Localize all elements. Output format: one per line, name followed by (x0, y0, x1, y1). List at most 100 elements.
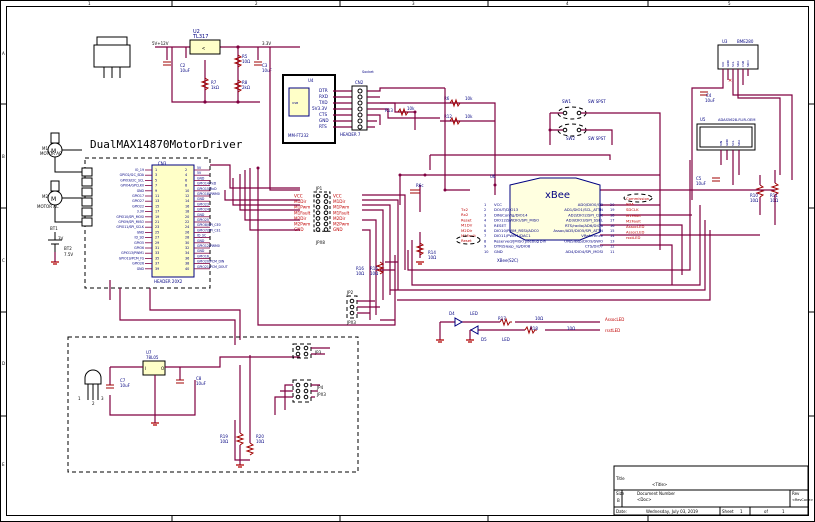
svg-text:SDA: SDA (737, 139, 741, 146)
jp1-left-label: M1Fault (294, 210, 311, 215)
u7-ref: U7 (146, 350, 152, 355)
inner-frame (6, 6, 809, 516)
rev-value: <RevCode> (792, 498, 813, 502)
cn3-pin-number: 33 (155, 251, 159, 255)
of-value: 1 (782, 509, 785, 514)
docnum-value: <Doc> (637, 497, 651, 502)
svg-text:C: C (2, 258, 5, 263)
jp1-pin (323, 216, 329, 221)
svg-text:1: 1 (78, 396, 81, 401)
jp4-footer: JPX3 (316, 392, 326, 397)
cn3-left-label: GPIO4/GPCLK0 (121, 184, 144, 188)
cn3-pin-number: 36 (185, 256, 189, 260)
svg-text:DTR: DTR (319, 88, 328, 93)
u6-left-pin-number: 6 (484, 229, 486, 233)
u6-left-net: Reset (461, 217, 472, 222)
net-3v3: 3.3V (262, 41, 271, 46)
jp2-block: JP2 JPX3 (346, 290, 380, 325)
jp1-pin (323, 227, 329, 232)
u6-right-pin-number: 16 (610, 224, 614, 228)
u2-regulator (189, 39, 221, 55)
cn3-pin-number: 32 (185, 246, 189, 250)
u6-right-net: Commission (626, 196, 650, 201)
u6-left-pin-number: 3 (484, 213, 486, 217)
jp2-ref: JP2 (346, 290, 354, 295)
cn3-pin-number: 3 (155, 173, 157, 177)
u6-left-pin-label: DTR/Sleep_rq/DIO8 (494, 244, 531, 249)
sw1-ref: SW1 (562, 99, 571, 104)
cn3-pin-number: 37 (155, 262, 159, 266)
cn3-pin-number: 2 (185, 168, 187, 172)
svg-text:B: B (2, 154, 5, 159)
cn3-pin-number: 1 (155, 168, 157, 172)
svg-text:A: A (2, 51, 5, 56)
main-wiring (109, 47, 775, 345)
cn3-right-label: GPIO12/PWM0 (197, 244, 220, 248)
jp1-pin (315, 221, 321, 227)
svg-text:CTS: CTS (319, 112, 327, 117)
u6-right-pin-number: 17 (610, 219, 614, 223)
jp1-pin (323, 221, 329, 227)
cn3-right-label: GPIO8/SPI_CE0 (197, 223, 221, 227)
r15-ref: R15 (370, 266, 378, 271)
u6-left-pin-number: 7 (484, 234, 486, 238)
cn3-right-label: GPIO18/PWM0 (197, 192, 220, 196)
rev-label: Rev (792, 491, 800, 496)
cn3-left-label: GND (137, 189, 145, 193)
cn3-pin-number: 35 (155, 256, 159, 260)
cn3-left-label: GPIO6 (134, 246, 144, 250)
cn3-right-label: GPIO7/SPI_CE1 (197, 228, 221, 232)
svg-text:RXD: RXD (319, 94, 328, 99)
u6-left-net: Reset (461, 238, 472, 243)
cn3-pin-number: 28 (185, 236, 189, 240)
net-assocled: AssocLED (605, 317, 624, 322)
cn3-pin-number: 11 (155, 194, 159, 198)
svg-text:I: I (145, 366, 146, 371)
c2-ref: C2 (180, 63, 186, 68)
u4-part: MM-FT232 (288, 133, 309, 138)
c5-value: 10uF (696, 181, 707, 186)
r17-value: 10Ω (535, 316, 543, 321)
cn3-left-label: GPIO10/SPI_MOSI (116, 215, 144, 219)
cn3-pin-number: 31 (155, 246, 159, 250)
net-vin: 5V+12V (152, 41, 169, 46)
cn3-pin-number: 38 (185, 262, 189, 266)
jp1-left-label: VCC (294, 194, 303, 199)
bt2-ref: BT2 (64, 246, 72, 251)
u6-right-net: SDA (626, 202, 634, 207)
cn3-part: HEADER 20X2 (154, 279, 183, 284)
cn3-left-label: GPIO11/SPI_SCLK (116, 225, 144, 229)
u2-part: TL317 (192, 34, 208, 40)
cn3-right-label: GPIO23 (197, 202, 209, 206)
motor-driver-block: DualMAX14870MotorDriver CN3 HEADER 20X2 … (37, 132, 243, 289)
cn3-pin-number: 23 (155, 225, 159, 229)
u6-right-net: rsstLED (626, 235, 641, 240)
jp1-pin (323, 199, 329, 204)
u6-left-pin-number: 1 (484, 203, 486, 207)
m2-label: MOTOR AC (37, 204, 59, 209)
svg-text:VIN: VIN (719, 141, 723, 146)
cn3-pin-number: 10 (185, 189, 189, 193)
svg-text:4: 4 (566, 1, 569, 6)
svg-text:1: 1 (88, 1, 91, 6)
r15-r16: R16 10Ω R15 10Ω (356, 261, 385, 276)
u5-part: ADAS5628-FLIR-OEM (718, 118, 755, 122)
to220-package-icon (93, 36, 131, 78)
svg-text:M: M (51, 196, 56, 203)
cn2-ref: CN2 (355, 80, 364, 85)
u6-right-net: M2Fault (626, 218, 641, 223)
r17-ref: R17 (498, 316, 506, 321)
u5-flir-block: U5 ADAS5628-FLIR-OEM VIN GND SCL SDA C5 … (696, 117, 780, 225)
cn3-left-label: ID_SD (135, 236, 145, 240)
svg-text:SCL: SCL (731, 140, 735, 146)
svg-text:E: E (2, 462, 5, 467)
cn3-right-label: GPIO14/TxD (197, 182, 217, 186)
jp1-left-label: M2Dir (294, 216, 307, 221)
sw1-label: SW SPST (588, 99, 606, 104)
bt1-ref: BT1 (50, 226, 58, 231)
d4-label: LED (470, 311, 478, 316)
cn3-right-label: GND (197, 213, 205, 217)
